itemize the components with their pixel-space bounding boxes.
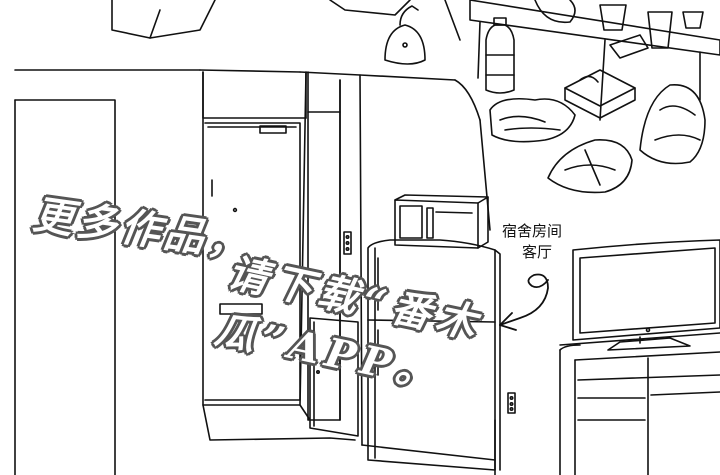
kitchen-cabinet [309, 317, 359, 437]
upstairs-clutter [111, 0, 720, 194]
microwave [394, 194, 489, 249]
location-caption: 宿舍房间 客厅 [502, 221, 562, 263]
annotation-arrow [499, 273, 549, 331]
entrance-door [202, 125, 356, 441]
refrigerator [367, 239, 501, 471]
caption-line-dorm-room: 宿舍房间 [502, 222, 563, 240]
wall-switches [343, 231, 516, 414]
tv-stand [559, 332, 720, 475]
caption-line-living-room: 客厅 [522, 243, 553, 261]
walls [14, 69, 496, 475]
television [572, 239, 720, 351]
